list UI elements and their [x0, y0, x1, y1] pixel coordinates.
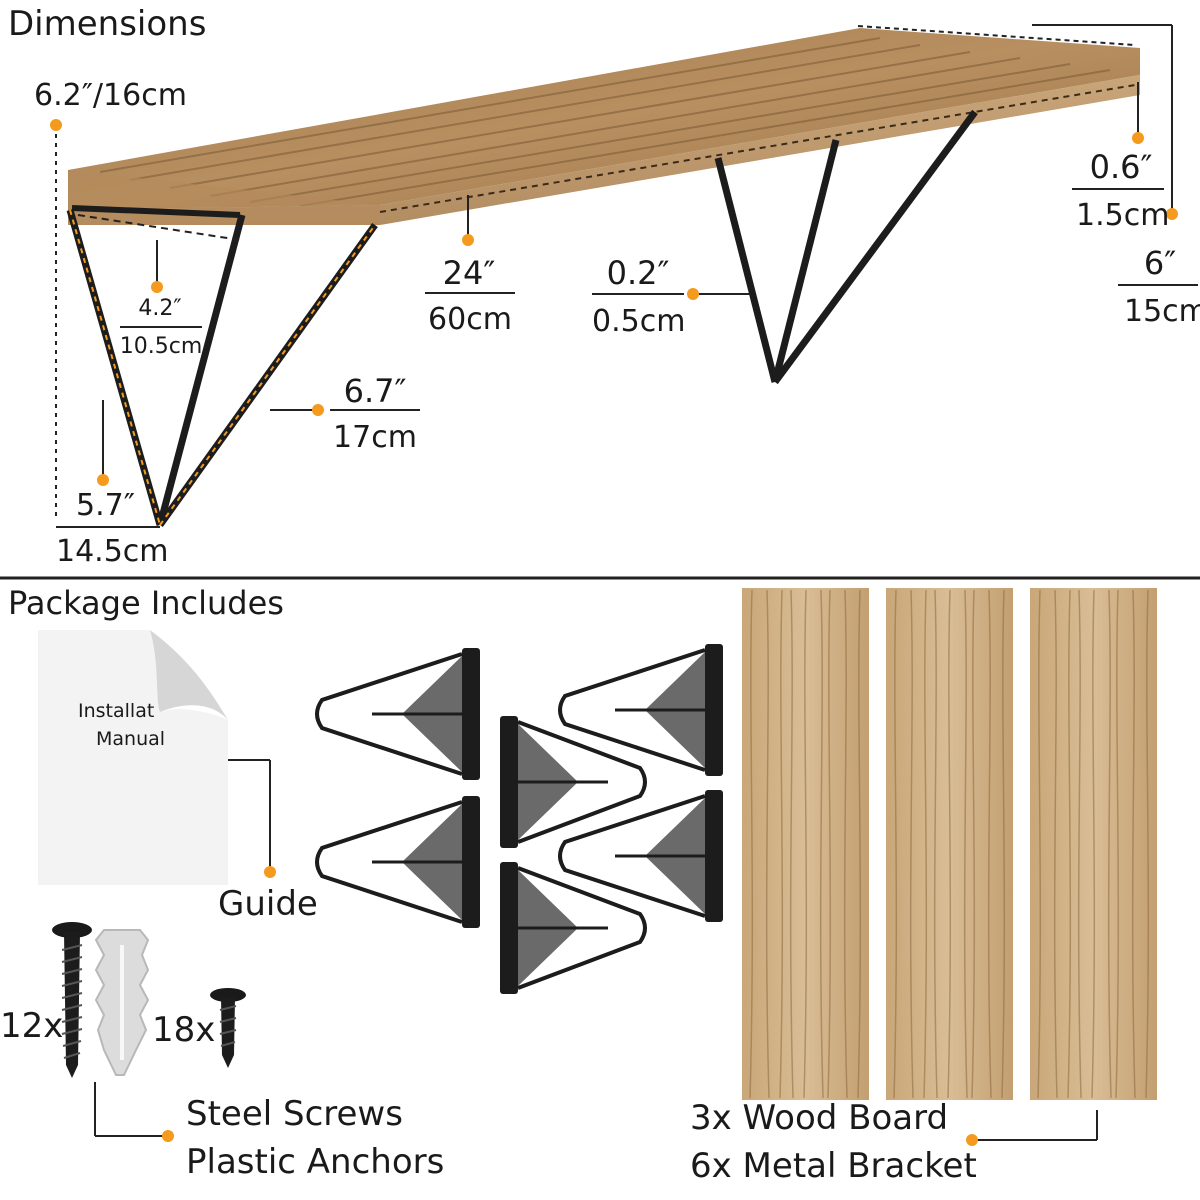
brackets-label: 6x Metal Bracket — [690, 1146, 977, 1186]
screws-count: 12x — [0, 1006, 64, 1046]
rod-marker — [687, 288, 699, 300]
manual-illustration — [38, 630, 228, 885]
board-thickness-marker — [1132, 132, 1144, 144]
bracket-side-cm: 17cm — [333, 420, 417, 455]
length-rule — [425, 292, 515, 294]
shelf-illustration — [68, 28, 1140, 225]
guide-label: Guide — [218, 884, 318, 924]
boards-marker — [966, 1134, 978, 1146]
length-in: 24″ — [442, 254, 496, 292]
rod-rule — [592, 293, 684, 295]
bracket-side-marker — [312, 404, 324, 416]
rod-cm: 0.5cm — [592, 304, 686, 339]
bracket-depth-rule — [120, 326, 202, 328]
board-thickness-rule — [1072, 188, 1164, 190]
metal-bracket — [500, 716, 647, 848]
dimension-lines — [55, 24, 1173, 1141]
metal-bracket — [500, 862, 647, 994]
depth-in: 6″ — [1143, 244, 1177, 282]
bracket-depth-cm: 10.5cm — [119, 334, 203, 359]
boards-label: 3x Wood Board — [690, 1098, 949, 1138]
length-marker — [462, 234, 474, 246]
length-cm: 60cm — [428, 302, 512, 337]
manual-title-line2: Manual — [96, 728, 166, 750]
metal-brackets — [315, 644, 723, 994]
total-height-label: 6.2″/16cm — [34, 78, 187, 113]
anchors-label: Plastic Anchors — [186, 1142, 445, 1182]
bracket-side-rule — [330, 409, 420, 411]
steel-screw-illustration — [52, 922, 92, 1078]
small-screws-count: 18x — [152, 1010, 216, 1050]
bracket-depth-marker — [151, 281, 163, 293]
dimensions-heading: Dimensions — [8, 4, 207, 44]
wood-boards — [742, 588, 1157, 1100]
guide-marker — [264, 866, 276, 878]
board-thickness-in: 0.6″ — [1089, 148, 1153, 186]
left-bracket — [66, 205, 378, 528]
package-heading: Package Includes — [8, 584, 284, 622]
rod-in: 0.2″ — [606, 254, 670, 292]
depth-rule — [1118, 284, 1198, 286]
short-screw-illustration — [210, 988, 246, 1068]
plastic-anchor-illustration — [94, 929, 150, 1076]
total-height-marker — [50, 119, 62, 131]
screws-label: Steel Screws — [186, 1094, 403, 1134]
metal-bracket — [558, 644, 723, 776]
bracket-height-cm: 14.5cm — [56, 534, 169, 569]
bracket-height-in: 5.7″ — [76, 488, 135, 523]
bracket-depth-in: 4.2″ — [138, 296, 182, 321]
bracket-side-in: 6.7″ — [343, 372, 407, 410]
depth-marker — [1166, 208, 1178, 220]
metal-bracket — [315, 796, 480, 928]
right-bracket — [714, 109, 978, 385]
metal-bracket — [558, 790, 723, 922]
screws-marker — [162, 1130, 174, 1142]
manual-title-line1: Installat — [78, 700, 155, 722]
metal-bracket — [315, 648, 480, 780]
board-thickness-cm: 1.5cm — [1076, 198, 1170, 233]
depth-cm: 15cm — [1124, 294, 1200, 329]
bracket-height-marker — [97, 474, 109, 486]
